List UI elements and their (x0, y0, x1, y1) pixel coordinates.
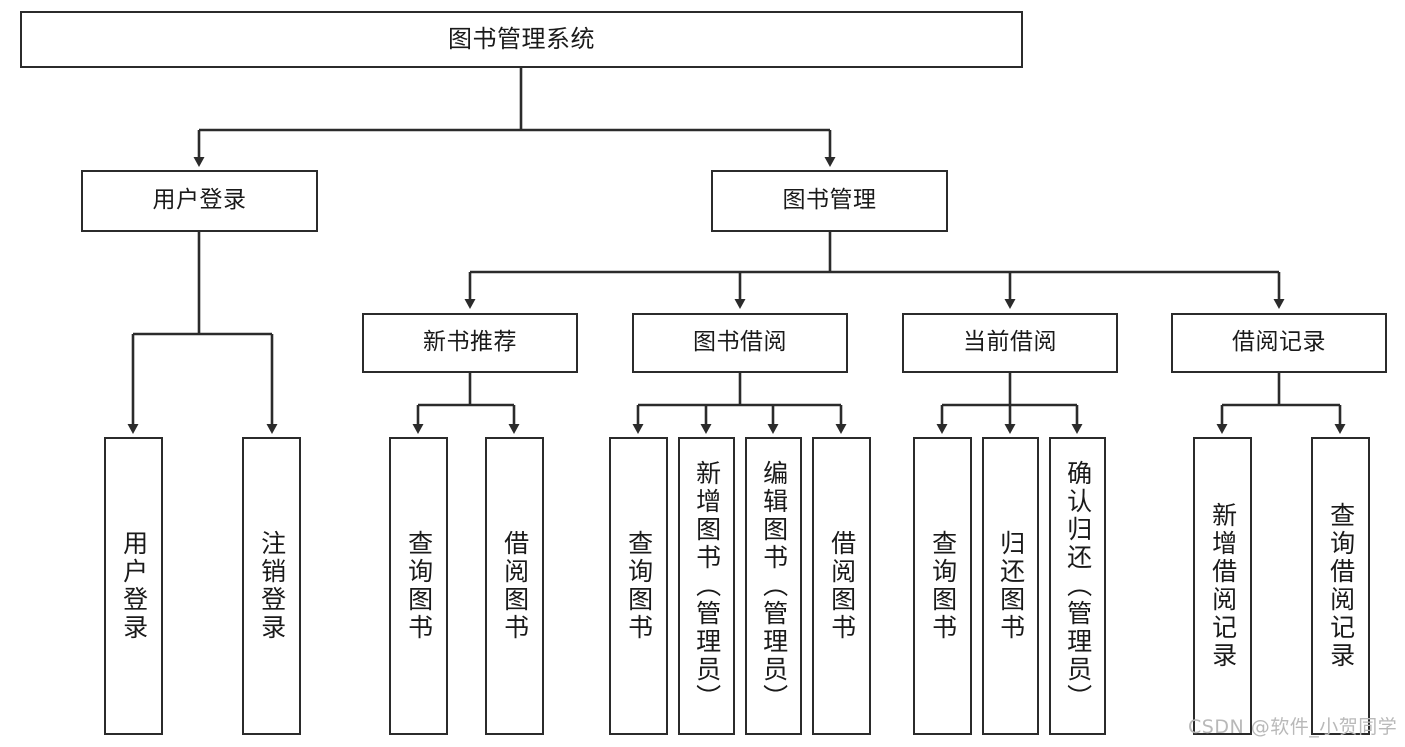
node-label: 图书管理 (782, 187, 877, 214)
node-current-borrow[interactable]: 当前借阅 (902, 313, 1118, 373)
leaf-borrow-edit-book-admin[interactable]: 编辑图书（管理员） (745, 437, 802, 735)
leaf-current-return-book[interactable]: 归还图书 (982, 437, 1039, 735)
node-book-borrow[interactable]: 图书借阅 (632, 313, 848, 373)
node-label: 新增图书（管理员） (692, 460, 722, 712)
node-label: 查询图书 (624, 530, 654, 642)
leaf-user-login-logout[interactable]: 注销登录 (242, 437, 301, 735)
watermark: CSDN @软件_小贺同学 (1188, 716, 1398, 738)
node-label: 用户登录 (152, 187, 247, 214)
leaf-current-query-book[interactable]: 查询图书 (913, 437, 972, 735)
node-label: 借阅图书 (827, 530, 857, 642)
leaf-current-confirm-return-admin[interactable]: 确认归还（管理员） (1049, 437, 1106, 735)
node-label: 图书借阅 (693, 329, 787, 356)
leaf-record-add-record[interactable]: 新增借阅记录 (1193, 437, 1252, 735)
node-user-login[interactable]: 用户登录 (81, 170, 318, 232)
node-label: 用户登录 (119, 530, 149, 642)
node-label: 查询图书 (404, 530, 434, 642)
node-label: 归还图书 (996, 530, 1026, 642)
leaf-user-login-login[interactable]: 用户登录 (104, 437, 163, 735)
leaf-record-query-record[interactable]: 查询借阅记录 (1311, 437, 1370, 735)
leaf-recommend-query-book[interactable]: 查询图书 (389, 437, 448, 735)
node-book-management[interactable]: 图书管理 (711, 170, 948, 232)
node-label: 注销登录 (257, 530, 287, 642)
node-root-system[interactable]: 图书管理系统 (20, 11, 1023, 68)
node-label: 新书推荐 (423, 329, 517, 356)
leaf-borrow-query-book[interactable]: 查询图书 (609, 437, 668, 735)
node-new-book-recommend[interactable]: 新书推荐 (362, 313, 578, 373)
node-label: 借阅图书 (500, 530, 530, 642)
node-label: 查询借阅记录 (1326, 502, 1356, 670)
node-label: 借阅记录 (1232, 329, 1326, 356)
node-label: 新增借阅记录 (1208, 502, 1238, 670)
node-label: 图书管理系统 (448, 25, 595, 54)
node-label: 当前借阅 (963, 329, 1057, 356)
leaf-borrow-add-book-admin[interactable]: 新增图书（管理员） (678, 437, 735, 735)
leaf-recommend-borrow-book[interactable]: 借阅图书 (485, 437, 544, 735)
node-label: 确认归还（管理员） (1063, 460, 1093, 712)
node-label: 编辑图书（管理员） (759, 460, 789, 712)
leaf-borrow-borrow-book[interactable]: 借阅图书 (812, 437, 871, 735)
node-label: 查询图书 (928, 530, 958, 642)
node-borrow-record[interactable]: 借阅记录 (1171, 313, 1387, 373)
